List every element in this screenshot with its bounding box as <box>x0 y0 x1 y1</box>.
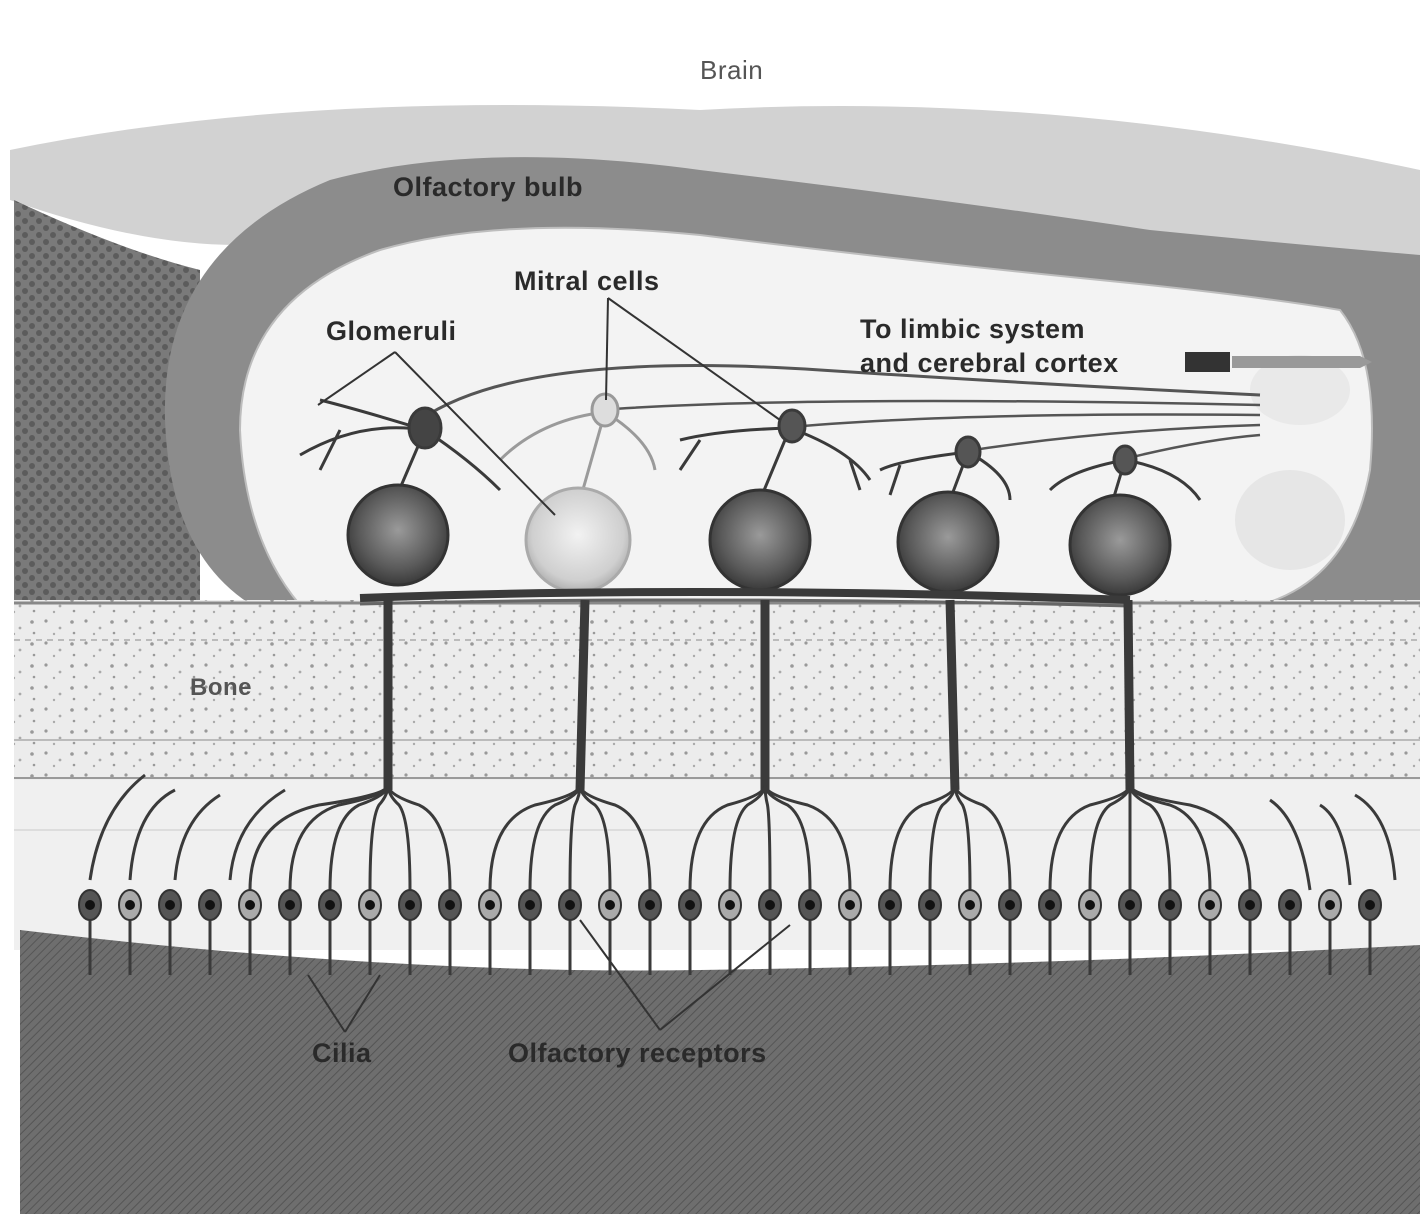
mitral-cells-label: Mitral cells <box>514 266 660 297</box>
tract-arrow <box>1232 356 1372 368</box>
limbic-label-line2: and cerebral cortex <box>860 348 1119 379</box>
tract-arrow-marker <box>1185 352 1230 372</box>
brain-label: Brain <box>700 55 763 86</box>
cilia-label: Cilia <box>312 1038 372 1069</box>
glomerulus <box>348 485 448 585</box>
glomeruli-label: Glomeruli <box>326 316 457 347</box>
glomerulus <box>1070 495 1170 595</box>
bone-label: Bone <box>190 674 252 702</box>
glomerulus <box>898 492 998 592</box>
olfactory-bulb-label: Olfactory bulb <box>393 172 583 203</box>
olfactory-receptors-label: Olfactory receptors <box>508 1038 767 1069</box>
limbic-label-line1: To limbic system <box>860 314 1085 345</box>
glomerulus <box>710 490 810 590</box>
glomerulus <box>526 488 630 592</box>
